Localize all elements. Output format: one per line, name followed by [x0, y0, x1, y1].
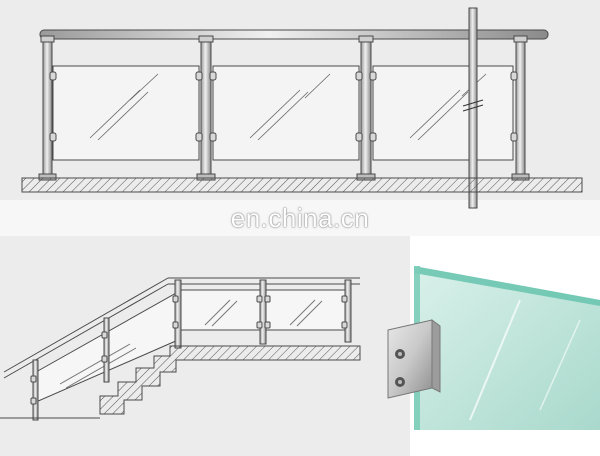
floor-slab — [21, 177, 583, 193]
watermark-band — [0, 200, 600, 236]
watermark-text: en.china.cn — [230, 202, 370, 233]
stair-railing-drawing — [0, 277, 361, 421]
top-railing-elevation — [21, 7, 583, 209]
handrail — [39, 29, 549, 40]
break-mark-icon — [462, 99, 484, 112]
glass-panel — [372, 65, 514, 161]
glass-clamp-photo — [387, 266, 600, 430]
glass-clamp-icon — [387, 319, 441, 399]
